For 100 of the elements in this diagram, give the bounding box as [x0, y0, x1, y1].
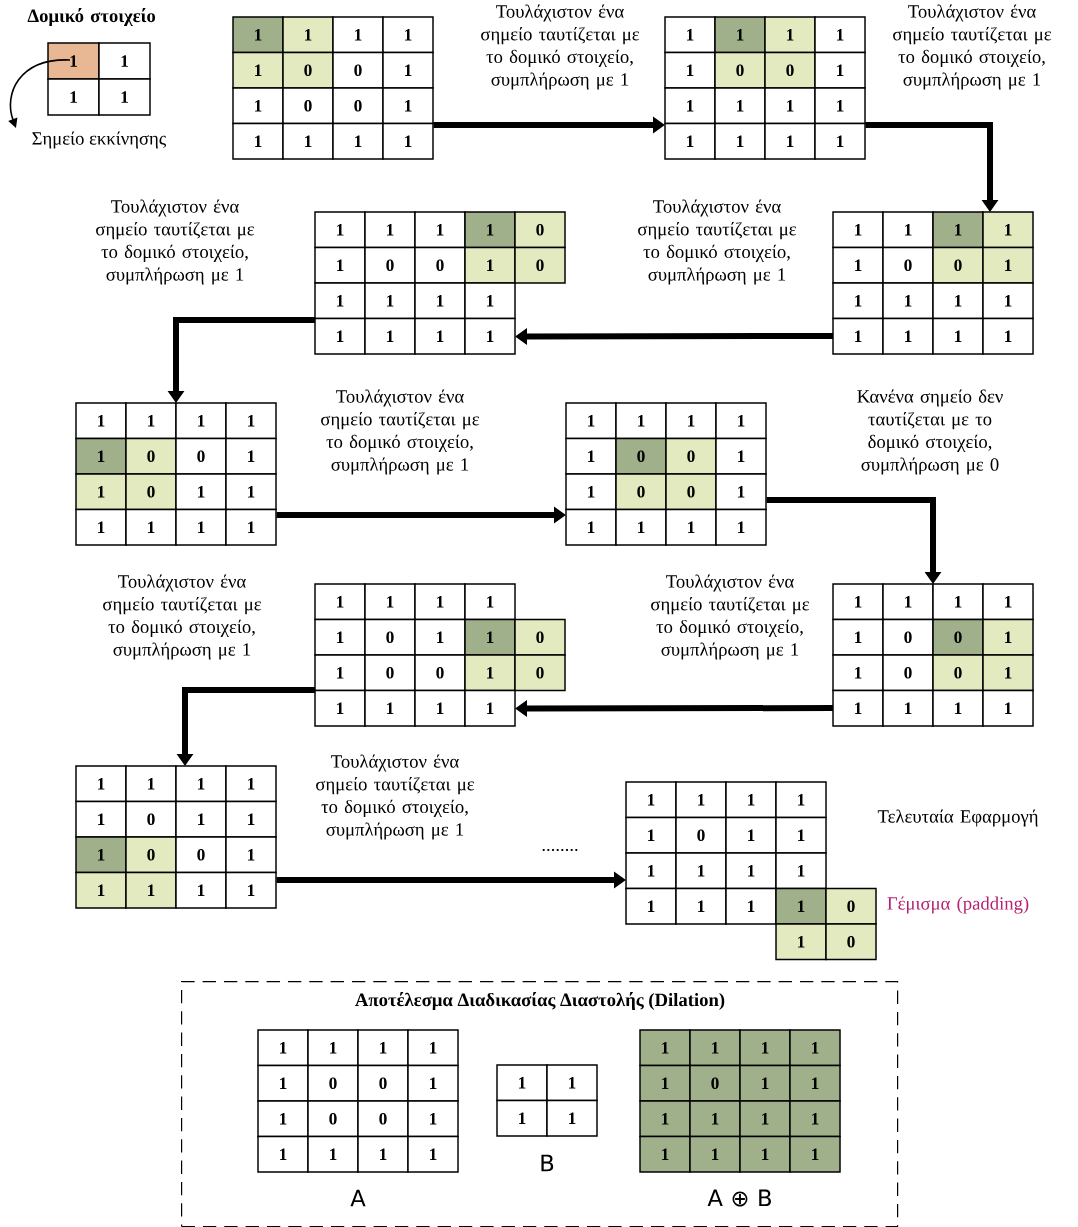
grid-cell: 1: [775, 923, 827, 961]
grid-cell: 0: [332, 87, 384, 125]
grid-cell: 1: [464, 246, 516, 284]
grid-cell: 1: [364, 583, 416, 621]
grid-cell: 1: [257, 1029, 309, 1067]
grid-cell: 1: [232, 16, 284, 54]
grid-cell: 1: [739, 1135, 791, 1173]
grid-cell: 1: [125, 508, 177, 546]
grid-cell: 1: [175, 871, 227, 909]
grid-cell: 1: [715, 402, 767, 440]
grid-cell: 1: [665, 402, 717, 440]
grid-cell: 0: [514, 211, 566, 249]
grid-cell: 1: [75, 800, 127, 838]
grid-cell: 1: [789, 1135, 841, 1173]
grid-cell: 0: [665, 473, 717, 511]
grid-cell: 1: [739, 1064, 791, 1102]
grid-cell: 0: [364, 618, 416, 656]
grid-cell: 1: [282, 16, 334, 54]
grid-cell: 1: [364, 317, 416, 355]
edge-label: Τουλάχιστον ένα σημείο ταυτίζεται με το δομικό στοιχείο, συμπλήρωση με 1: [872, 3, 1072, 91]
grid-cell: 1: [314, 246, 366, 284]
grid-cell: 1: [714, 16, 766, 54]
grid-cell: 1: [47, 42, 100, 80]
grid-cell: 1: [314, 282, 366, 320]
grid-cell: 1: [307, 1029, 359, 1067]
annotation: Σημείο εκκίνησης: [32, 131, 166, 149]
grid-cell: 0: [125, 473, 177, 511]
grid-cell: 1: [496, 1064, 548, 1102]
grid-cell: 1: [225, 508, 277, 546]
grid-cell: 0: [825, 887, 877, 925]
edge-label: Τουλάχιστον ένα σημείο ταυτίζεται με το δομικό στοιχείο, συμπλήρωση με 1: [460, 3, 660, 91]
grid-cell: 0: [514, 654, 566, 692]
grid-cell: 1: [414, 583, 466, 621]
grid-caption: B: [541, 1154, 554, 1172]
grid-cell: 0: [882, 246, 934, 284]
edge-label: Τουλάχιστον ένα σημείο ταυτίζεται με το δομικό στοιχείο, συμπλήρωση με 1: [617, 198, 817, 286]
grid-cell: 1: [832, 282, 884, 320]
grid-cell: 1: [357, 1135, 409, 1173]
grid-cell: 1: [307, 1135, 359, 1173]
edge-label: Κανένα σημείο δεν ταυτίζεται με το δομικό στοιχείο, συμπλήρωση με 0: [830, 388, 1030, 476]
grid-cell: 1: [75, 402, 127, 440]
grid-cell: 1: [625, 852, 677, 890]
grid-cell: 1: [546, 1064, 598, 1102]
grid-cell: 1: [639, 1029, 691, 1067]
grid-cell: 1: [357, 1029, 409, 1067]
grid-cell: 1: [257, 1100, 309, 1138]
grid-cell: 1: [639, 1064, 691, 1102]
grid-cell: 0: [414, 654, 466, 692]
grid-cell: 1: [75, 765, 127, 803]
grid-cell: 1: [932, 689, 984, 727]
grid-cell: 1: [407, 1100, 459, 1138]
grid-cell: 1: [882, 583, 934, 621]
grid-cell: 1: [75, 437, 127, 475]
title: Δομικό στοιχείο: [27, 8, 156, 26]
grid-cell: 1: [775, 816, 827, 854]
grid-cell: 1: [689, 1100, 741, 1138]
grid-cell: 0: [882, 618, 934, 656]
grid-cell: 1: [832, 583, 884, 621]
grid-cell: 1: [565, 473, 617, 511]
grid-cell: 1: [565, 437, 617, 475]
grid-cell: 1: [725, 781, 777, 819]
grid-cell: 1: [364, 689, 416, 727]
grid-cell: 1: [689, 1135, 741, 1173]
grid-cell: 0: [364, 654, 416, 692]
node-label: Γέμισμα (padding): [887, 896, 1029, 914]
grid-cell: 1: [75, 508, 127, 546]
grid-cell: 0: [514, 618, 566, 656]
grid-cell: 1: [314, 689, 366, 727]
grid-cell: 1: [314, 211, 366, 249]
grid-cell: 1: [565, 508, 617, 546]
grid-cell: 1: [125, 765, 177, 803]
grid-cell: 1: [982, 317, 1034, 355]
grid-cell: 1: [414, 689, 466, 727]
grid-cell: 1: [739, 1029, 791, 1067]
grid-cell: 0: [357, 1100, 409, 1138]
grid-cell: 0: [125, 836, 177, 874]
grid-cell: 1: [414, 618, 466, 656]
grid-cell: 1: [175, 473, 227, 511]
grid-cell: 0: [282, 51, 334, 89]
grid-cell: 1: [775, 852, 827, 890]
grid-cell: 1: [715, 508, 767, 546]
grid-cell: 1: [75, 473, 127, 511]
edge-label: Τουλάχιστον ένα σημείο ταυτίζεται με το δομικό στοιχείο, συμπλήρωση με 1: [300, 388, 500, 476]
grid-cell: 1: [714, 122, 766, 160]
edge-label: Τουλάχιστον ένα σημείο ταυτίζεται με το δομικό στοιχείο, συμπλήρωση με 1: [630, 573, 830, 661]
grid-cell: 1: [364, 282, 416, 320]
grid-cell: 1: [382, 16, 434, 54]
grid-cell: 1: [565, 402, 617, 440]
grid-cell: 1: [47, 78, 100, 116]
grid-cell: 1: [625, 816, 677, 854]
grid-cell: 1: [625, 781, 677, 819]
grid-cell: 1: [364, 211, 416, 249]
grid-cell: 1: [982, 211, 1034, 249]
grid-cell: 1: [382, 87, 434, 125]
grid-cell: 1: [764, 122, 816, 160]
ellipsis: ........: [542, 848, 578, 852]
grid-cell: 1: [982, 689, 1034, 727]
grid-cell: 1: [464, 654, 516, 692]
grid-cell: 1: [175, 765, 227, 803]
grid-cell: 1: [764, 87, 816, 125]
